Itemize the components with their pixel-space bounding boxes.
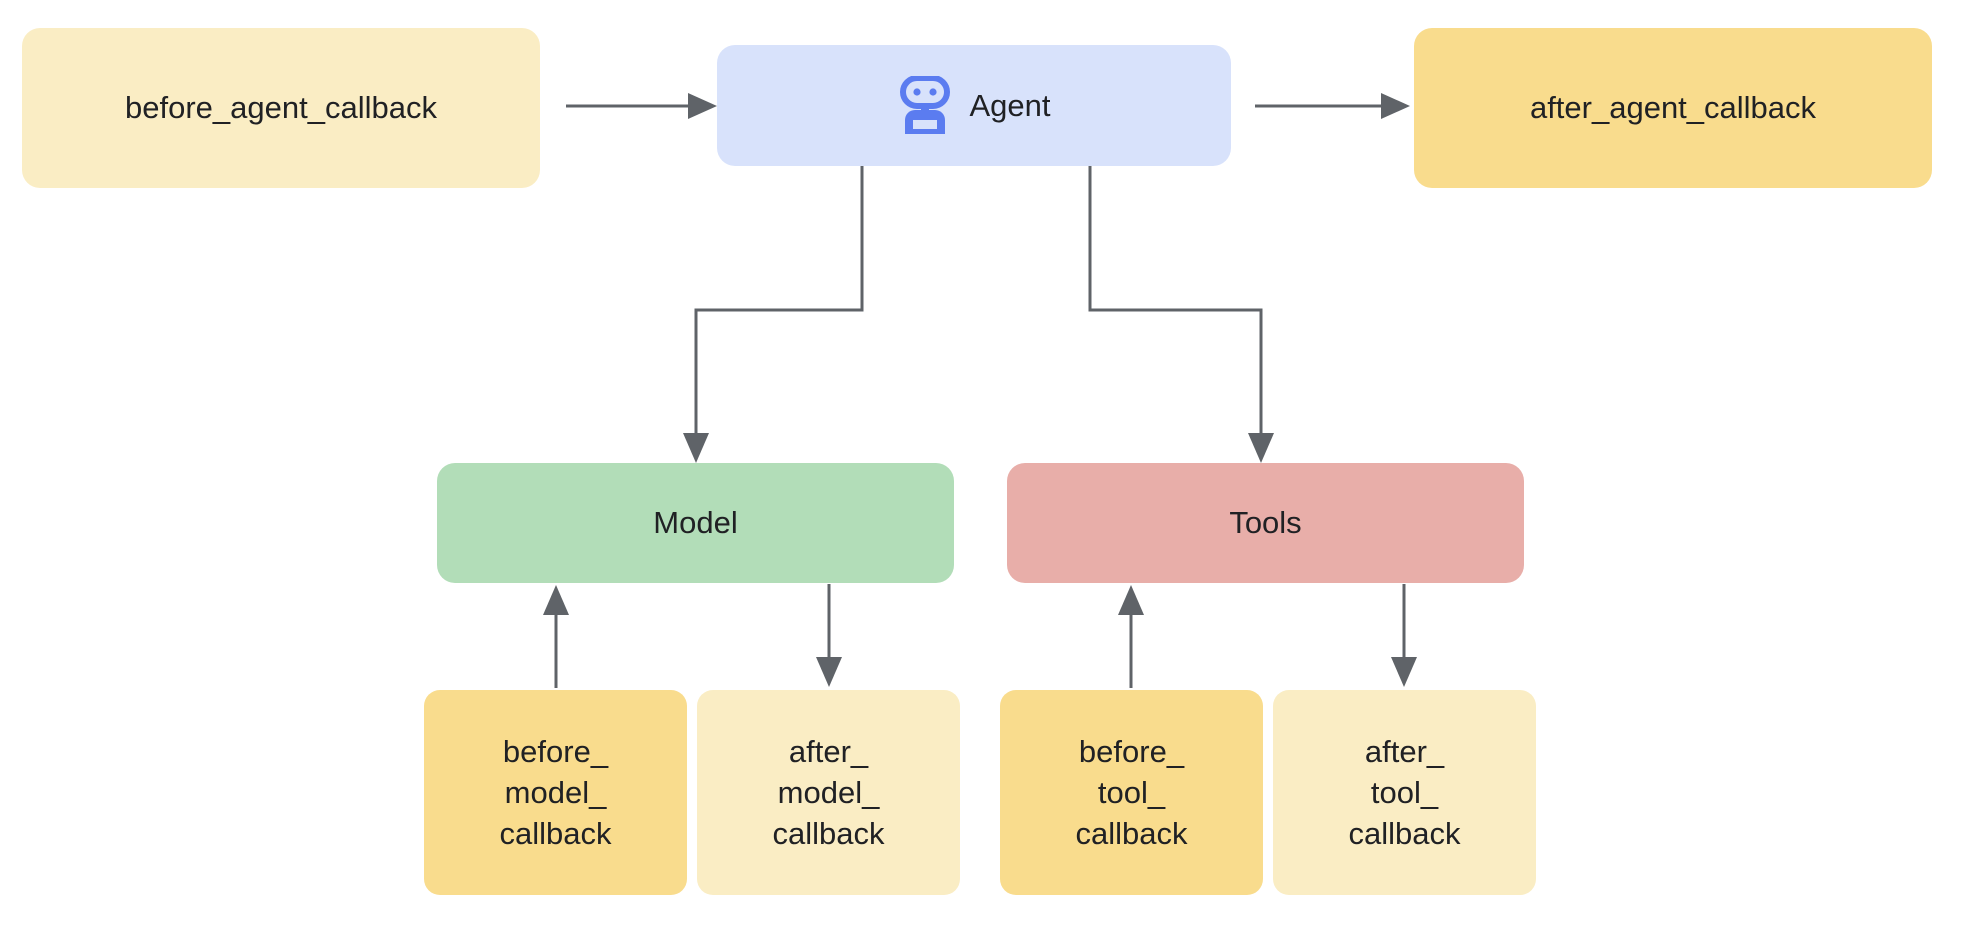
node-agent[interactable]: Agent <box>717 45 1231 166</box>
node-model-label: Model <box>653 505 738 541</box>
node-after-model-callback[interactable]: after_ model_ callback <box>697 690 960 895</box>
node-after-agent-callback[interactable]: after_agent_callback <box>1414 28 1932 188</box>
node-before-tool-callback[interactable]: before_ tool_ callback <box>1000 690 1263 895</box>
edge-agent-to-model <box>683 166 864 463</box>
node-tools[interactable]: Tools <box>1007 463 1524 583</box>
edge-before-tool-to-tools <box>1118 585 1144 688</box>
node-after-tool-callback[interactable]: after_ tool_ callback <box>1273 690 1536 895</box>
node-agent-label: Agent <box>969 87 1051 123</box>
edge-before-model-to-model <box>543 585 569 688</box>
edge-agent-to-after-agent <box>1255 93 1410 119</box>
node-before-tool-callback-label: before_ tool_ callback <box>1075 733 1188 852</box>
node-after-tool-callback-label: after_ tool_ callback <box>1348 733 1461 852</box>
node-after-agent-callback-label: after_agent_callback <box>1529 90 1817 126</box>
edge-agent-to-tools <box>1088 166 1274 463</box>
edge-before-agent-to-agent <box>566 93 717 119</box>
edge-tools-to-after-tool <box>1391 584 1417 687</box>
node-before-agent-callback-label: before_agent_callback <box>125 90 437 126</box>
node-before-model-callback-label: before_ model_ callback <box>499 733 612 852</box>
edge-model-to-after-model <box>816 584 842 687</box>
node-tools-label: Tools <box>1229 505 1302 541</box>
node-after-model-callback-label: after_ model_ callback <box>772 733 885 852</box>
robot-icon <box>900 75 951 134</box>
node-before-agent-callback[interactable]: before_agent_callback <box>22 28 540 188</box>
node-before-model-callback[interactable]: before_ model_ callback <box>424 690 687 895</box>
node-model[interactable]: Model <box>437 463 954 583</box>
